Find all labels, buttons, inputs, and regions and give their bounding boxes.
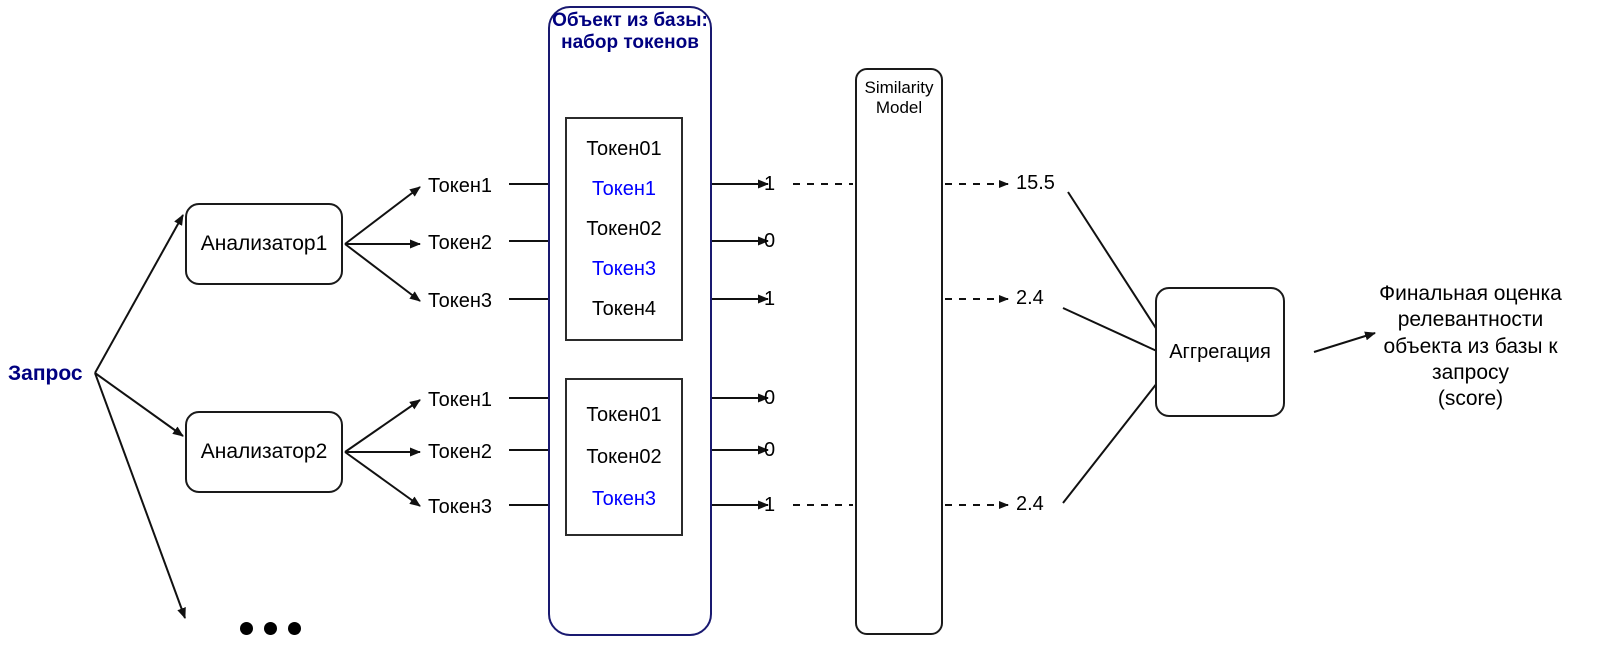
match-flag-2-1: 0 <box>764 387 776 409</box>
aggregation-label: Аггрегация <box>1169 340 1271 363</box>
query-token-1-2: Токен2 <box>428 232 493 254</box>
match-flag-2-2: 0 <box>764 439 776 461</box>
aggregation-box[interactable]: Аггрегация <box>1155 287 1285 417</box>
match-flag-1-3: 1 <box>764 288 776 310</box>
analyzer-1-label: Анализатор1 <box>200 232 328 255</box>
match-flag-1-1: 1 <box>764 173 776 195</box>
final-score-text: Финальная оценка релевантности объекта и… <box>1379 282 1562 410</box>
db-token-1-2: Токен1 <box>591 178 657 200</box>
match-flag-1-2: 0 <box>764 230 776 252</box>
score-value-2: 2.4 <box>1016 287 1044 309</box>
query-token-1-1: Токен1 <box>428 175 493 197</box>
query-label: Запрос <box>8 362 83 385</box>
similarity-model-box[interactable]: Similarity Model <box>855 68 943 635</box>
db-token-2-3: Токен3 <box>591 488 657 510</box>
db-token-2-1: Токен01 <box>586 404 662 426</box>
more-analyzers-ellipsis-icon <box>240 622 301 635</box>
analyzer-1-box[interactable]: Анализатор1 <box>185 203 343 285</box>
token-group-1-box: Токен01 Токен1 Токен02 Токен3 Токен4 <box>565 117 683 341</box>
score-value-3: 2.4 <box>1016 493 1044 515</box>
query-token-1-3: Токен3 <box>428 290 493 312</box>
db-token-1-3: Токен02 <box>586 218 662 240</box>
token-group-2-box: Токен01 Токен02 Токен3 <box>565 378 683 536</box>
db-token-1-1: Токен01 <box>586 138 662 160</box>
match-flag-2-3: 1 <box>764 494 776 516</box>
analyzer-2-box[interactable]: Анализатор2 <box>185 411 343 493</box>
query-token-2-1: Токен1 <box>428 389 493 411</box>
analyzer-2-label: Анализатор2 <box>200 440 328 463</box>
db-token-1-5: Токен4 <box>591 298 657 320</box>
query-token-2-3: Токен3 <box>428 496 493 518</box>
db-token-1-4: Токен3 <box>591 258 657 280</box>
query-token-2-2: Токен2 <box>428 441 493 463</box>
db-object-panel-title: Объект из базы: набор токенов <box>552 10 708 53</box>
score-value-1: 15.5 <box>1016 172 1055 194</box>
db-token-2-2: Токен02 <box>586 446 662 468</box>
